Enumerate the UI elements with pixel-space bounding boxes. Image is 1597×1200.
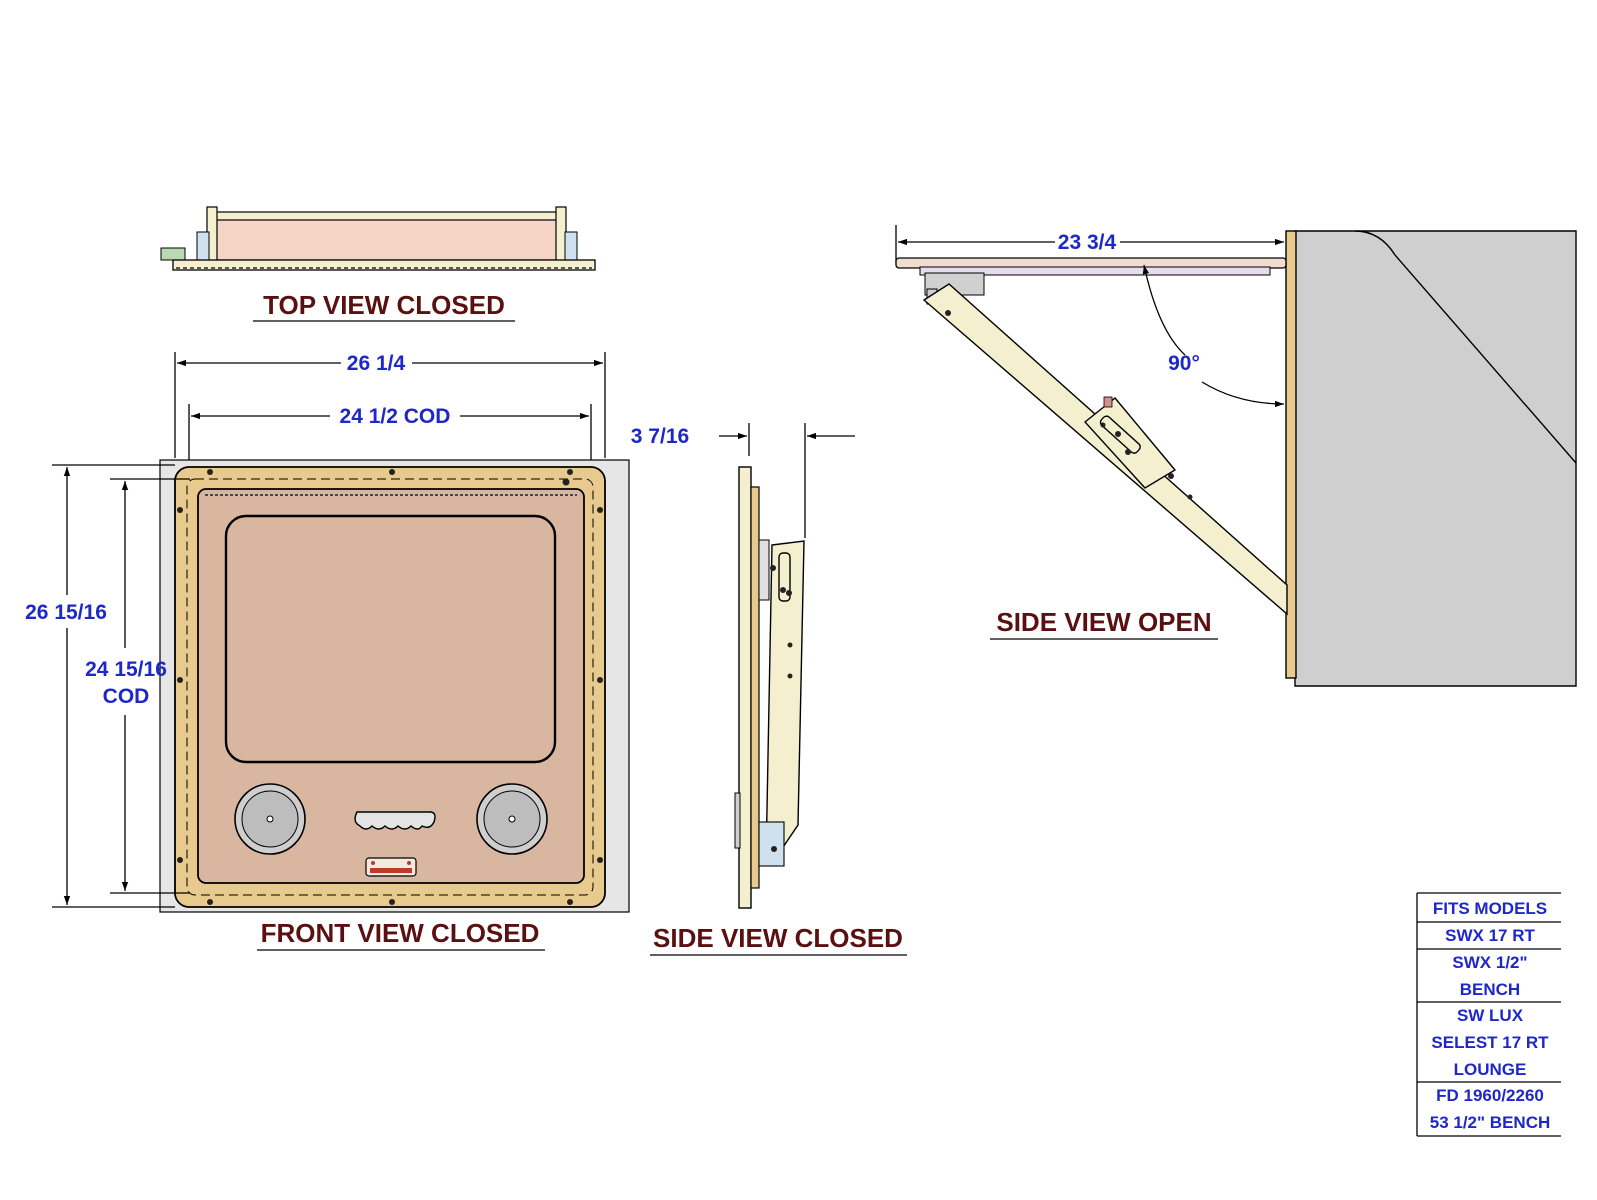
side-view-frame <box>750 486 760 889</box>
side-view-hinge-top <box>758 539 770 601</box>
table-row: BENCH <box>1460 980 1520 999</box>
front-view-closed: 26 1/4 24 1/2 COD <box>25 352 630 951</box>
front-view-window <box>224 514 557 764</box>
cabinet-wall-edge <box>1285 230 1297 679</box>
side-view-open-title: SIDE VIEW OPEN <box>996 607 1211 637</box>
table-row: SWX 17 RT <box>1445 926 1535 945</box>
dim-cod-height-line2: COD <box>103 685 150 708</box>
open-view-support-arm <box>922 283 1288 616</box>
cabinet-body <box>1294 230 1577 687</box>
table-row: LOUNGE <box>1454 1060 1527 1079</box>
side-view-panel <box>738 466 752 909</box>
side-view-clip <box>734 792 741 849</box>
open-view-frame <box>919 266 1271 276</box>
table-row: SW LUX <box>1457 1006 1524 1025</box>
front-view-screws <box>177 469 603 905</box>
dim-cod-height-line1: 24 15/16 <box>85 658 167 681</box>
top-view-latch <box>160 247 186 261</box>
dim-open-length: 23 3/4 <box>1058 231 1117 254</box>
dim-side-depth: 3 7/16 <box>631 425 689 448</box>
table-row-header: FITS MODELS <box>1433 899 1547 918</box>
top-view-base-plate <box>172 259 596 271</box>
top-view-closed: TOP VIEW CLOSED <box>160 206 596 322</box>
dim-cod-width: 24 1/2 COD <box>340 405 451 428</box>
front-view-handle-icon <box>354 811 436 830</box>
table-row: SELEST 17 RT <box>1431 1033 1549 1052</box>
side-view-closed: 3 7/16 SIDE VIEW CLOSED <box>631 423 907 956</box>
front-view-label-plate <box>365 857 417 877</box>
top-view-title: TOP VIEW CLOSED <box>263 290 505 320</box>
dim-overall-width: 26 1/4 <box>347 352 406 375</box>
top-view-pink-panel <box>213 217 559 261</box>
table-row: 53 1/2" BENCH <box>1430 1113 1551 1132</box>
side-view-open: 23 3/4 90° SIDE VIEW OPEN <box>895 225 1577 687</box>
dim-open-angle: 90° <box>1168 352 1200 375</box>
side-view-arm <box>765 540 805 863</box>
front-view-gasket <box>186 478 594 896</box>
side-view-bracket <box>758 821 785 867</box>
dim-overall-height: 26 15/16 <box>25 601 107 624</box>
side-view-closed-title: SIDE VIEW CLOSED <box>653 923 903 953</box>
front-view-title: FRONT VIEW CLOSED <box>261 918 540 948</box>
top-view-right-bracket <box>564 231 578 261</box>
top-view-rail <box>213 211 559 221</box>
left-knob-icon <box>234 783 306 855</box>
table-row: SWX 1/2" <box>1452 953 1527 972</box>
right-knob-icon <box>476 783 548 855</box>
fits-models-table: FITS MODELS SWX 17 RT SWX 1/2" BENCH SW … <box>1416 892 1561 1137</box>
table-row: FD 1960/2260 <box>1436 1086 1544 1105</box>
top-view-left-bracket <box>196 231 210 261</box>
